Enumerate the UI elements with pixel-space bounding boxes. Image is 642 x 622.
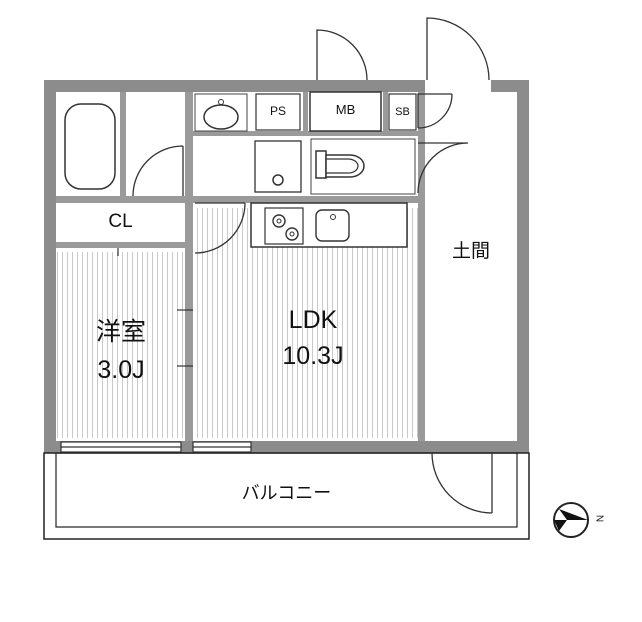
entrance-door-swing <box>426 17 490 81</box>
balcony-windows <box>60 441 252 453</box>
kitchen-counter <box>250 202 408 248</box>
entrance-inner-door-swing <box>417 93 453 129</box>
shoe-box-outline <box>388 93 417 131</box>
entrance-opening <box>425 79 491 93</box>
bathtub <box>64 103 116 190</box>
ldk-size: 10.3J <box>282 342 344 370</box>
sliding-door-marks <box>177 309 193 367</box>
meter-box-outline <box>309 91 382 132</box>
balcony <box>43 452 530 540</box>
washing-machine-space <box>254 140 302 193</box>
western-room-size: 3.0J <box>97 356 145 384</box>
pipe-space-box <box>255 93 301 131</box>
toilet-door-swing <box>417 142 469 194</box>
interior-walls <box>56 92 425 441</box>
ldk-door-swing <box>194 202 246 254</box>
compass-north-arrow <box>553 502 589 538</box>
washbasin <box>194 93 248 132</box>
western-room-name: 洋室 <box>95 318 146 346</box>
upper-door-swing <box>316 29 368 81</box>
shoe-box-label: SB <box>395 106 410 118</box>
balcony-label: バルコニー <box>241 483 332 503</box>
toilet <box>310 138 416 195</box>
western-room-floor <box>57 252 185 438</box>
meter-box-label: MB <box>335 102 356 117</box>
balcony-door-swing <box>431 452 493 514</box>
ldk-name: LDK <box>288 306 338 334</box>
compass-n-label: N <box>593 514 605 523</box>
pipe-space-label: PS <box>269 104 286 118</box>
bathroom-door-swing <box>132 145 184 197</box>
closet-label: CL <box>108 211 133 232</box>
doma-label: 土間 <box>451 241 490 262</box>
